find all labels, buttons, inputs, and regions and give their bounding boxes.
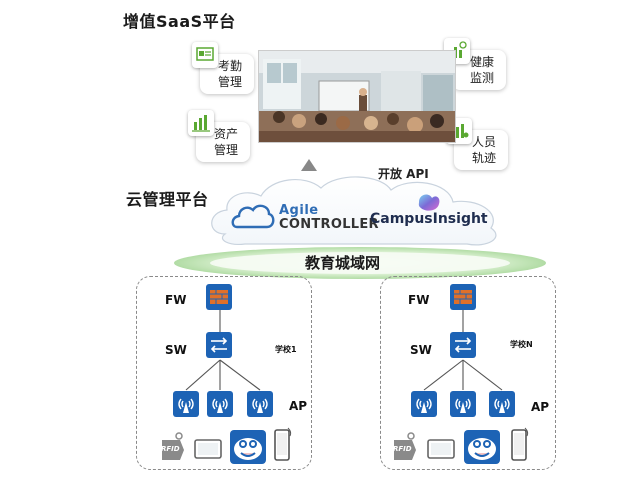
cloud-shape	[211, 176, 497, 246]
rfid-tag-icon: RFID	[158, 430, 188, 462]
attendance-app[interactable]: 考勤 管理	[192, 42, 256, 98]
fw-label: FW	[408, 293, 430, 307]
rfid-tag-icon: RFID	[390, 430, 420, 462]
ap-icon	[207, 391, 233, 417]
cloud-platform-title: 云管理平台	[126, 190, 209, 209]
sw-label: SW	[410, 343, 432, 357]
ap-label: AP	[531, 400, 550, 414]
campusinsight-logo-icon	[418, 194, 440, 211]
school-n-box	[380, 276, 556, 470]
phone-icon	[511, 427, 529, 461]
ap-icon	[450, 391, 476, 417]
switch-icon	[206, 332, 232, 358]
asset-icon	[188, 110, 214, 136]
open-api-label: 开放 API	[378, 167, 429, 181]
robot-mascot-icon	[230, 430, 266, 464]
agile-cloud-icon	[231, 204, 275, 229]
rfid-label: RFID	[161, 445, 180, 453]
robot-mascot-icon	[464, 430, 500, 464]
sw-label: SW	[165, 343, 187, 357]
edu-network-ring	[174, 247, 546, 279]
firewall-icon	[206, 284, 232, 310]
ap-icon	[173, 391, 199, 417]
firewall-icon	[450, 284, 476, 310]
switch-icon	[450, 332, 476, 358]
saas-platform-title: 增值SaaS平台	[123, 12, 236, 31]
health-label: 健康 监测	[452, 50, 506, 90]
classroom-photo	[258, 50, 456, 143]
attendance-icon	[192, 42, 218, 68]
asset-app[interactable]: 资产 管理	[188, 110, 252, 166]
rfid-label: RFID	[393, 445, 412, 453]
track-app[interactable]: 人员 轨迹	[446, 118, 510, 174]
fw-label: FW	[165, 293, 187, 307]
ap-icon	[247, 391, 273, 417]
phone-icon	[274, 427, 292, 461]
school-name: 学校1	[275, 345, 297, 354]
ap-icon	[411, 391, 437, 417]
ap-icon	[489, 391, 515, 417]
agile-line1: Agile	[279, 203, 319, 218]
health-app[interactable]: 健康 监测	[444, 38, 508, 94]
attendance-label: 考勤 管理	[200, 54, 254, 94]
school-n-topology	[423, 310, 503, 391]
tablet-icon	[194, 439, 222, 459]
ap-label: AP	[289, 399, 308, 413]
school-name: 学校N	[510, 340, 533, 349]
agile-line2: CONTROLLER	[279, 217, 379, 232]
school-1-topology	[185, 310, 261, 391]
tablet-icon	[427, 439, 455, 459]
school-1-box	[136, 276, 312, 470]
campusinsight-text: CampusInsight	[370, 211, 488, 227]
edu-network-label: 教育城域网	[305, 254, 381, 272]
up-arrow-icon	[301, 159, 317, 171]
